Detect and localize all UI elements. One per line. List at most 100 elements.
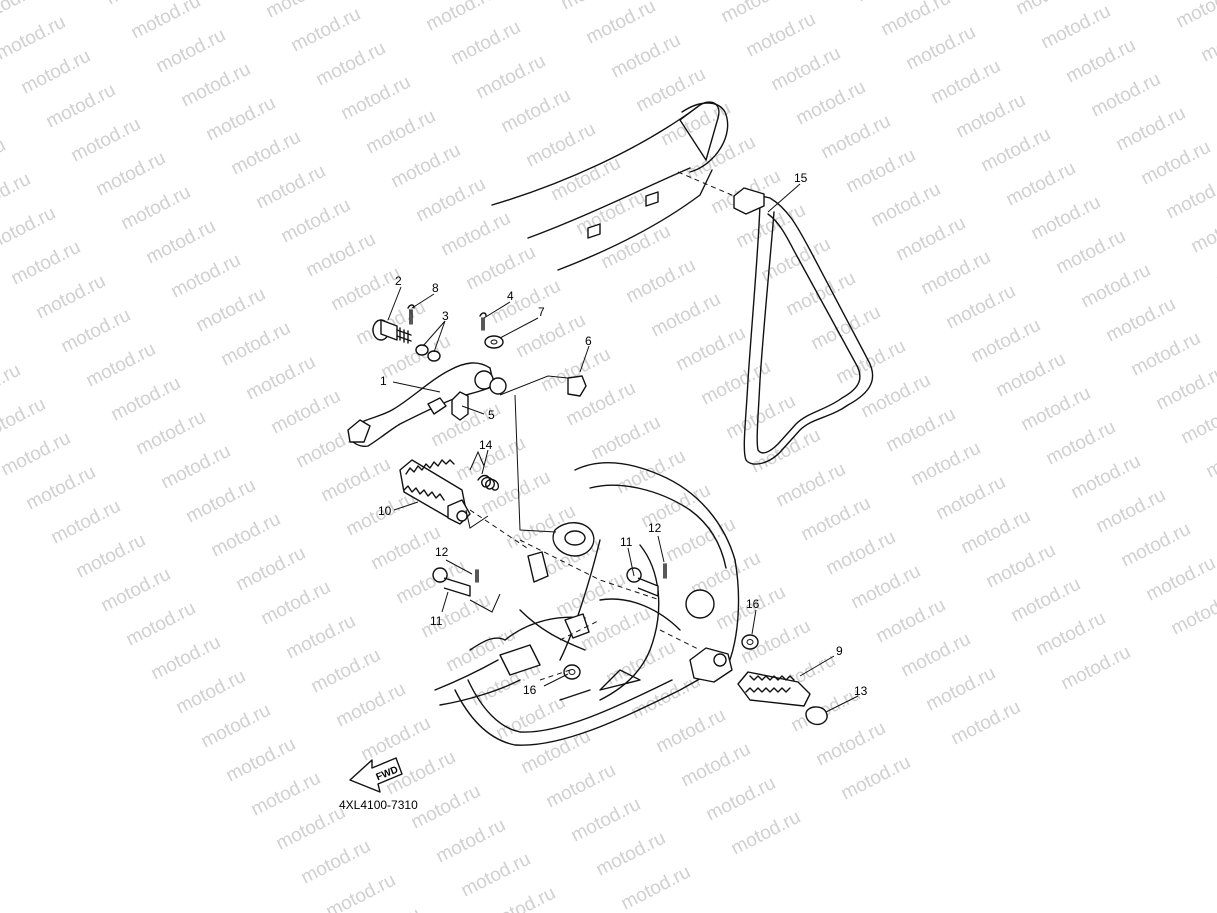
watermark-text: motod.ru bbox=[873, 595, 949, 648]
watermark-text: motod.ru bbox=[193, 284, 269, 337]
watermark-text: motod.ru bbox=[153, 25, 229, 78]
watermark-text: motod.ru bbox=[1138, 137, 1214, 190]
watermark-text: motod.ru bbox=[0, 203, 59, 256]
watermark-text: motod.ru bbox=[123, 598, 199, 651]
watermark-text: motod.ru bbox=[648, 289, 724, 342]
watermark-text: motod.ru bbox=[883, 404, 959, 457]
callout-12-right: 12 bbox=[648, 521, 662, 535]
watermark-text: motod.ru bbox=[928, 56, 1004, 109]
watermark-text: motod.ru bbox=[68, 114, 144, 167]
callout-8: 8 bbox=[432, 281, 439, 295]
watermark-text: motod.ru bbox=[858, 370, 934, 423]
watermark-text: motod.ru bbox=[698, 357, 774, 410]
watermark-text: motod.ru bbox=[448, 17, 524, 70]
watermark-text: motod.ru bbox=[983, 540, 1059, 593]
watermark-text: motod.ru bbox=[1173, 0, 1217, 32]
watermark-text: motod.ru bbox=[388, 140, 464, 193]
leader-lines bbox=[387, 183, 859, 713]
watermark-text: motod.ru bbox=[768, 43, 844, 96]
watermark-text: motod.ru bbox=[898, 629, 974, 682]
watermark-text: motod.ru bbox=[248, 768, 324, 821]
watermark-text: motod.ru bbox=[463, 242, 539, 295]
watermark-text: motod.ru bbox=[183, 475, 259, 528]
watermark-text: motod.ru bbox=[513, 310, 589, 363]
watermark-text: motod.ru bbox=[313, 38, 389, 91]
watermark-text: motod.ru bbox=[823, 527, 899, 580]
callout-3: 3 bbox=[442, 309, 449, 323]
watermark-text: motod.ru bbox=[363, 106, 439, 159]
watermark-text: motod.ru bbox=[903, 22, 979, 75]
watermark-text: motod.ru bbox=[1088, 69, 1164, 122]
watermark-text: motod.ru bbox=[108, 373, 184, 426]
watermark-text: motod.ru bbox=[588, 412, 664, 465]
part-1-brake-pedal bbox=[347, 362, 507, 447]
watermark-text: motod.ru bbox=[303, 229, 379, 282]
part-12-pin-left bbox=[475, 569, 479, 583]
watermark-text: motod.ru bbox=[83, 339, 159, 392]
watermark-text: motod.ru bbox=[578, 603, 654, 656]
watermark-text: motod.ru bbox=[1163, 171, 1217, 224]
watermark-text: motod.ru bbox=[618, 862, 694, 913]
watermark-text: motod.ru bbox=[978, 124, 1054, 177]
watermark-text: motod.ru bbox=[498, 85, 574, 138]
watermark-text: motod.ru bbox=[308, 645, 384, 698]
watermark-text: motod.ru bbox=[918, 247, 994, 300]
watermark-text: motod.ru bbox=[958, 506, 1034, 559]
watermark-text: motod.ru bbox=[1153, 362, 1217, 415]
watermark-text: motod.ru bbox=[1053, 226, 1129, 279]
watermark-text: motod.ru bbox=[473, 51, 549, 104]
watermark-text: motod.ru bbox=[268, 386, 344, 439]
watermark-text: motod.ru bbox=[283, 611, 359, 664]
watermark-text: motod.ru bbox=[1068, 451, 1144, 504]
callout-9: 9 bbox=[836, 644, 843, 658]
watermark-text: motod.ru bbox=[743, 9, 819, 62]
callout-11-right: 11 bbox=[620, 535, 633, 549]
watermark-text: motod.ru bbox=[933, 472, 1009, 525]
watermark-text: motod.ru bbox=[273, 802, 349, 855]
watermark-text: motod.ru bbox=[1043, 417, 1119, 470]
watermark-text: motod.ru bbox=[333, 679, 409, 732]
watermark-text: motod.ru bbox=[458, 849, 534, 902]
part-15-stand bbox=[677, 171, 874, 465]
watermark-text: motod.ru bbox=[208, 509, 284, 562]
watermark-text: motod.ru bbox=[728, 807, 804, 860]
watermark-text: motod.ru bbox=[168, 250, 244, 303]
watermark-text: motod.ru bbox=[703, 773, 779, 826]
watermark-text: motod.ru bbox=[218, 318, 294, 371]
watermark-text: motod.ru bbox=[723, 391, 799, 444]
watermark-text: motod.ru bbox=[993, 349, 1069, 402]
watermark-text: motod.ru bbox=[338, 72, 414, 125]
watermark-text: motod.ru bbox=[18, 46, 94, 99]
part-2-bolt bbox=[372, 319, 412, 344]
part-16-washer-left bbox=[563, 664, 581, 680]
watermark-text: motod.ru bbox=[368, 522, 444, 575]
watermark-text: motod.ru bbox=[323, 870, 399, 913]
watermark-text: motod.ru bbox=[1128, 328, 1204, 381]
watermark-text: motod.ru bbox=[143, 216, 219, 269]
watermark-text: motod.ru bbox=[523, 119, 599, 172]
assembly-lines bbox=[465, 375, 701, 681]
watermark-text: motod.ru bbox=[1033, 608, 1109, 661]
watermark-text: motod.ru bbox=[173, 666, 249, 719]
watermark-text: motod.ru bbox=[683, 132, 759, 185]
watermark-text: motod.ru bbox=[1028, 192, 1104, 245]
watermark-text: motod.ru bbox=[948, 697, 1024, 750]
watermark-text: motod.ru bbox=[48, 496, 124, 549]
watermark-text: motod.ru bbox=[598, 221, 674, 274]
callout-1: 1 bbox=[380, 374, 387, 388]
callout-4: 4 bbox=[507, 289, 514, 303]
watermark-text: motod.ru bbox=[118, 182, 194, 235]
watermark-text: motod.ru bbox=[133, 407, 209, 460]
watermark-text: motod.ru bbox=[843, 145, 919, 198]
watermark-text: motod.ru bbox=[0, 12, 69, 65]
watermark-text: motod.ru bbox=[433, 815, 509, 868]
watermark-text: motod.ru bbox=[633, 64, 709, 117]
watermark-text: motod.ru bbox=[608, 30, 684, 83]
part-12-pin-right bbox=[663, 563, 667, 579]
watermark-text: motod.ru bbox=[33, 271, 109, 324]
watermark-text: motod.ru bbox=[488, 276, 564, 329]
watermark-text: motod.ru bbox=[43, 80, 119, 133]
watermark-text: motod.ru bbox=[838, 752, 914, 805]
callout-13: 13 bbox=[854, 684, 868, 698]
